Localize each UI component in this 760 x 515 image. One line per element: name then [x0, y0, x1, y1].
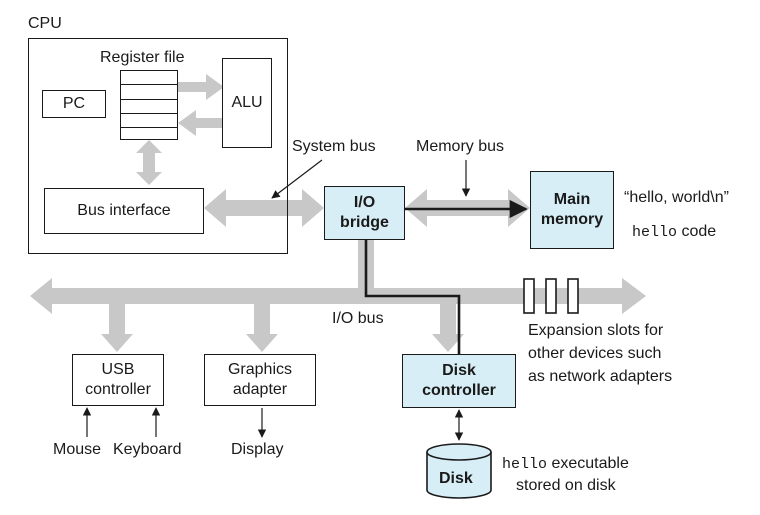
- expansion-slot: [545, 278, 557, 314]
- system-bus-label: System bus: [292, 138, 376, 155]
- disk-label: Disk: [439, 470, 473, 487]
- usb-controller-label-line2: controller: [85, 381, 151, 398]
- io-bridge-label-line2: bridge: [340, 214, 389, 231]
- main-memory-label-line1: Main: [553, 191, 591, 208]
- memory-bus-label: Memory bus: [416, 138, 505, 155]
- expansion-slot: [523, 278, 535, 314]
- register-row: [121, 114, 177, 129]
- expansion-slots-line1: Expansion slots for: [528, 322, 664, 339]
- regfile-bus-interface-arrow: [136, 140, 162, 185]
- usb-controller-label-line1: USB: [101, 361, 135, 378]
- graphics-adapter-label-line2: adapter: [232, 381, 288, 398]
- expansion-slot: [567, 278, 579, 314]
- hello-string-label: “hello, world\n”: [624, 189, 729, 206]
- alu-label: ALU: [231, 94, 263, 111]
- main-memory-box: Main memory: [530, 171, 614, 249]
- io-bus-shape: [30, 278, 646, 314]
- usb-drop-arrow: [101, 304, 133, 352]
- disk-controller-drop-arrow: [432, 304, 464, 352]
- alu-to-regfile-arrow: [178, 110, 224, 136]
- graphics-adapter-box: Graphics adapter: [204, 354, 316, 406]
- register-row: [121, 71, 177, 86]
- graphics-drop-arrow: [246, 304, 278, 352]
- system-bus-shape: [204, 189, 324, 227]
- bus-interface-box: Bus interface: [44, 188, 204, 234]
- hello-code-label: hello code: [632, 222, 716, 242]
- hello-code-mono: hello: [632, 224, 678, 241]
- expansion-slots-line2: other devices such: [528, 345, 662, 362]
- display-label: Display: [231, 441, 284, 458]
- cpu-label: CPU: [28, 15, 62, 32]
- io-bridge-box: I/O bridge: [324, 186, 405, 240]
- disk-controller-box: Disk controller: [402, 354, 516, 408]
- cpu-box: [28, 38, 288, 254]
- pc-box: PC: [42, 90, 106, 118]
- bus-interface-label: Bus interface: [77, 202, 171, 219]
- disk-cylinder: [426, 443, 492, 499]
- register-row: [121, 85, 177, 100]
- hello-code-text: code: [677, 223, 717, 240]
- pc-label: PC: [62, 95, 86, 112]
- register-file-box: [120, 70, 178, 140]
- data-path-line: [364, 199, 528, 355]
- io-bridge-label-line1: I/O: [353, 194, 376, 211]
- disk-controller-label-line2: controller: [422, 382, 496, 399]
- disk-controller-label-line1: Disk: [442, 362, 476, 379]
- alu-box: ALU: [222, 58, 272, 148]
- regfile-to-alu-arrow: [178, 74, 224, 100]
- disk-note-mono: hello: [502, 456, 548, 473]
- io-bus-label: I/O bus: [332, 310, 384, 327]
- system-bus-pointer: [271, 159, 323, 199]
- mouse-label: Mouse: [53, 441, 102, 458]
- disk-note-line1-rest: executable: [547, 455, 629, 472]
- main-memory-label-line2: memory: [540, 211, 604, 228]
- disk-note-line1: hello executable: [502, 454, 629, 474]
- register-row: [121, 100, 177, 114]
- keyboard-label: Keyboard: [113, 441, 182, 458]
- graphics-adapter-label-line1: Graphics: [227, 361, 293, 378]
- usb-controller-box: USB controller: [72, 354, 164, 406]
- register-file-label: Register file: [100, 49, 185, 66]
- expansion-slots-line3: as network adapters: [528, 368, 673, 385]
- disk-note-line2: stored on disk: [516, 477, 616, 494]
